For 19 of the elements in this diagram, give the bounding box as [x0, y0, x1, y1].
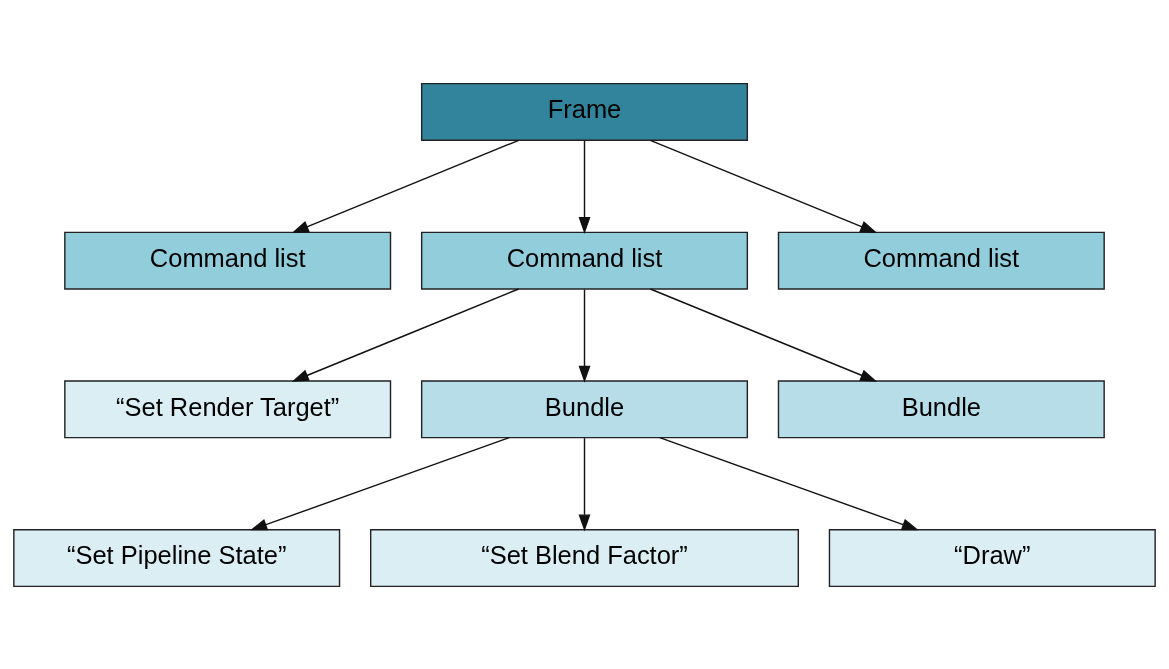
arrow — [291, 287, 520, 382]
arrow — [649, 287, 878, 382]
node-box: Command list — [777, 231, 1105, 290]
node-box: Command list — [420, 231, 749, 290]
node-box: Frame — [420, 82, 749, 141]
arrow — [649, 139, 878, 233]
node-box: Command list — [64, 231, 392, 290]
arrow — [250, 436, 510, 530]
arrow — [291, 139, 520, 233]
arrow — [578, 139, 591, 234]
node-box: “Draw” — [828, 528, 1156, 587]
node-box: Bundle — [420, 379, 749, 438]
arrow — [578, 436, 591, 531]
arrow — [578, 288, 591, 383]
node-box: “Set Blend Factor” — [370, 528, 799, 587]
node-box: “Set Pipeline State” — [13, 528, 341, 587]
node-box: “Set Render Target” — [64, 379, 392, 438]
arrow — [659, 436, 919, 530]
node-box: Bundle — [777, 379, 1105, 438]
